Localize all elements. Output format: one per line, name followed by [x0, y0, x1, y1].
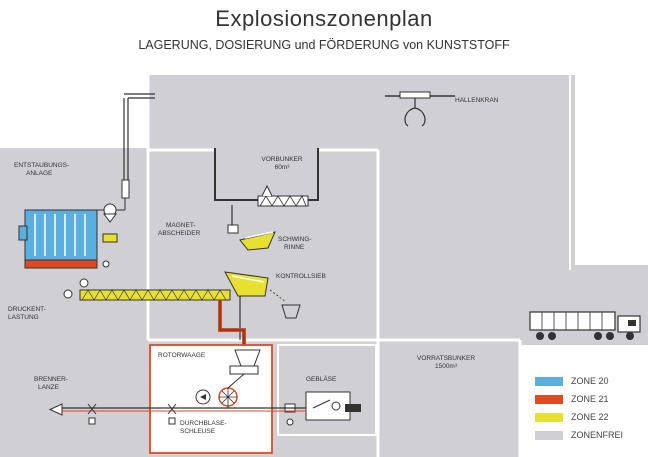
- label-magnet-line1: MAGNET-: [166, 222, 196, 229]
- label-durchblaseschleuse: DURCHBLASE- SCHLEUSE: [180, 420, 227, 436]
- label-schwing-line1: SCHWING-: [278, 236, 312, 243]
- label-vorratsbunker: VORRATSBUNKER 1500m³: [410, 355, 482, 371]
- label-rotorwaage: ROTORWAAGE: [158, 352, 206, 359]
- kontrollsieb: [224, 271, 269, 340]
- legend-label-zone22: ZONE 22: [571, 412, 609, 422]
- screw-conveyor: [79, 278, 231, 301]
- label-schwingrinne: SCHWING- RINNE: [278, 236, 312, 252]
- label-vorbunker: VORBUNKER 60m³: [252, 156, 312, 172]
- legend-label-zonenfrei: ZONENFREI: [571, 430, 624, 440]
- label-entstaubung-line2: ANLAGE: [26, 170, 53, 177]
- waste-bucket: [281, 304, 301, 319]
- rotorwaage: [195, 349, 261, 407]
- druckentlastung-icon: [63, 289, 73, 299]
- page-subtitle: LAGERUNG, DOSIERUNG und FÖRDERUNG von KU…: [138, 38, 510, 52]
- legend-item-zone22: ZONE 22: [535, 408, 623, 426]
- fan-icon: [97, 179, 130, 223]
- legend-item-zonenfrei: ZONENFREI: [535, 426, 623, 444]
- hallenkran-icon: [385, 91, 455, 127]
- label-druckentlastung: DRUCKENT- LASTUNG: [8, 306, 46, 322]
- exhaust-duct: [123, 93, 155, 185]
- label-schwing-line2: RINNE: [284, 244, 305, 251]
- page-title: Explosionszonenplan: [215, 6, 433, 31]
- label-druck-line2: LASTUNG: [8, 314, 39, 321]
- legend-label-zone21: ZONE 21: [571, 394, 609, 404]
- legend-item-zone21: ZONE 21: [535, 390, 623, 408]
- label-geblaese: GEBLÄSE: [306, 376, 337, 383]
- label-brenner-line1: BRENNER-: [34, 376, 68, 383]
- schwingrinne: [239, 231, 276, 251]
- label-hallenkran: HALLENKRAN: [455, 97, 499, 104]
- legend-swatch-zone22: [535, 412, 563, 422]
- label-vorratsbunker-name: VORRATSBUNKER: [416, 355, 476, 362]
- brennerlanze-line: [48, 403, 306, 425]
- truck-icon: [529, 311, 641, 340]
- magnet-icon: [227, 224, 239, 234]
- valve-icon: [102, 260, 110, 268]
- label-kontrollsieb: KONTROLLSIEB: [276, 273, 326, 280]
- legend-swatch-zone20: [535, 376, 563, 386]
- label-vorbunker-volume: 60m³: [274, 164, 290, 171]
- label-durchblase-line1: DURCHBLASE-: [180, 420, 227, 427]
- label-durchblase-line2: SCHLEUSE: [180, 428, 216, 435]
- vorbunker-conveyor: [257, 184, 309, 207]
- label-druck-line1: DRUCKENT-: [8, 306, 46, 313]
- damper-icon: [102, 233, 118, 243]
- label-vorbunker-name: VORBUNKER: [261, 156, 303, 163]
- label-magnet: MAGNET- ABSCHEIDER: [158, 222, 200, 238]
- legend-swatch-zone21: [535, 394, 563, 404]
- label-entstaubung: ENTSTAUBUNGS- ANLAGE: [14, 162, 69, 178]
- zone-legend: ZONE 20 ZONE 21 ZONE 22 ZONENFREI: [535, 372, 623, 444]
- label-entstaubung-line1: ENTSTAUBUNGS-: [14, 162, 70, 169]
- legend-item-zone20: ZONE 20: [535, 372, 623, 390]
- legend-swatch-zonenfrei: [535, 430, 563, 440]
- entstaubungsanlage: [18, 209, 98, 269]
- label-vorratsbunker-volume: 1500m³: [434, 363, 458, 370]
- label-magnet-line2: ABSCHEIDER: [158, 230, 201, 237]
- legend-label-zone20: ZONE 20: [571, 376, 609, 386]
- label-brenner-line2: LANZE: [38, 384, 59, 391]
- label-brennerlanze: BRENNER- LANZE: [34, 376, 68, 392]
